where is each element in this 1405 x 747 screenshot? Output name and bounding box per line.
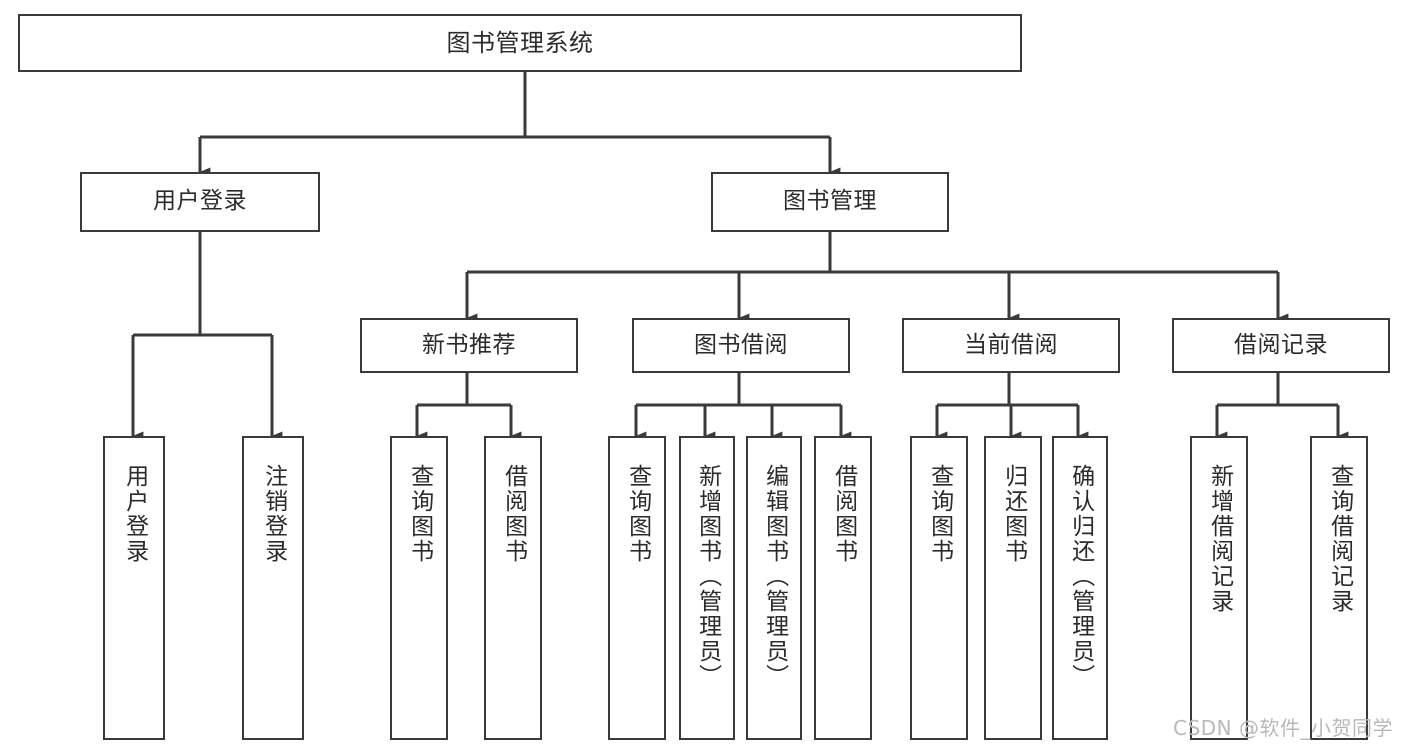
node-level2-1-label: 图书管理 <box>783 188 877 215</box>
node-leaf-1-label: 注销登录 <box>260 464 287 564</box>
node-level2-0: 用户登录 <box>80 172 320 232</box>
node-leaf-10: 确认归还（管理员） <box>1052 436 1108 740</box>
node-leaf-4-label: 查询图书 <box>624 464 651 564</box>
node-leaf-5: 新增图书（管理员） <box>679 436 735 740</box>
node-level3-3: 借阅记录 <box>1172 318 1390 373</box>
node-level3-1-label: 图书借阅 <box>694 331 788 358</box>
node-leaf-0: 用户登录 <box>103 436 165 740</box>
node-level3-3-label: 借阅记录 <box>1234 331 1328 358</box>
node-leaf-12-label: 查询借阅记录 <box>1326 464 1353 614</box>
node-level3-1: 图书借阅 <box>632 318 850 373</box>
node-level3-2-label: 当前借阅 <box>964 331 1058 358</box>
node-leaf-10-label: 确认归还（管理员） <box>1067 464 1094 689</box>
node-leaf-6: 编辑图书（管理员） <box>746 436 802 740</box>
node-level2-0-label: 用户登录 <box>153 188 247 215</box>
node-root: 图书管理系统 <box>18 14 1022 72</box>
node-leaf-7-label: 借阅图书 <box>830 464 857 564</box>
node-level3-0-label: 新书推荐 <box>422 331 516 358</box>
node-leaf-2-label: 查询图书 <box>406 464 433 564</box>
node-leaf-0-label: 用户登录 <box>121 464 148 564</box>
node-leaf-11: 新增借阅记录 <box>1190 436 1248 740</box>
node-leaf-1: 注销登录 <box>242 436 304 740</box>
node-level2-1: 图书管理 <box>711 172 949 232</box>
node-root-label: 图书管理系统 <box>446 28 594 57</box>
node-leaf-7: 借阅图书 <box>814 436 872 740</box>
node-leaf-11-label: 新增借阅记录 <box>1206 464 1233 614</box>
node-leaf-9-label: 归还图书 <box>1000 464 1027 564</box>
node-leaf-9: 归还图书 <box>984 436 1042 740</box>
node-leaf-8-label: 查询图书 <box>926 464 953 564</box>
node-level3-0: 新书推荐 <box>360 318 578 373</box>
node-leaf-3-label: 借阅图书 <box>500 464 527 564</box>
node-leaf-5-label: 新增图书（管理员） <box>694 464 721 689</box>
node-leaf-3: 借阅图书 <box>484 436 542 740</box>
node-leaf-6-label: 编辑图书（管理员） <box>761 464 788 689</box>
node-level3-2: 当前借阅 <box>902 318 1120 373</box>
node-leaf-12: 查询借阅记录 <box>1310 436 1368 740</box>
watermark-text: CSDN @软件_小贺同学 <box>1173 716 1393 740</box>
node-leaf-4: 查询图书 <box>608 436 666 740</box>
node-leaf-2: 查询图书 <box>390 436 448 740</box>
node-leaf-8: 查询图书 <box>910 436 968 740</box>
